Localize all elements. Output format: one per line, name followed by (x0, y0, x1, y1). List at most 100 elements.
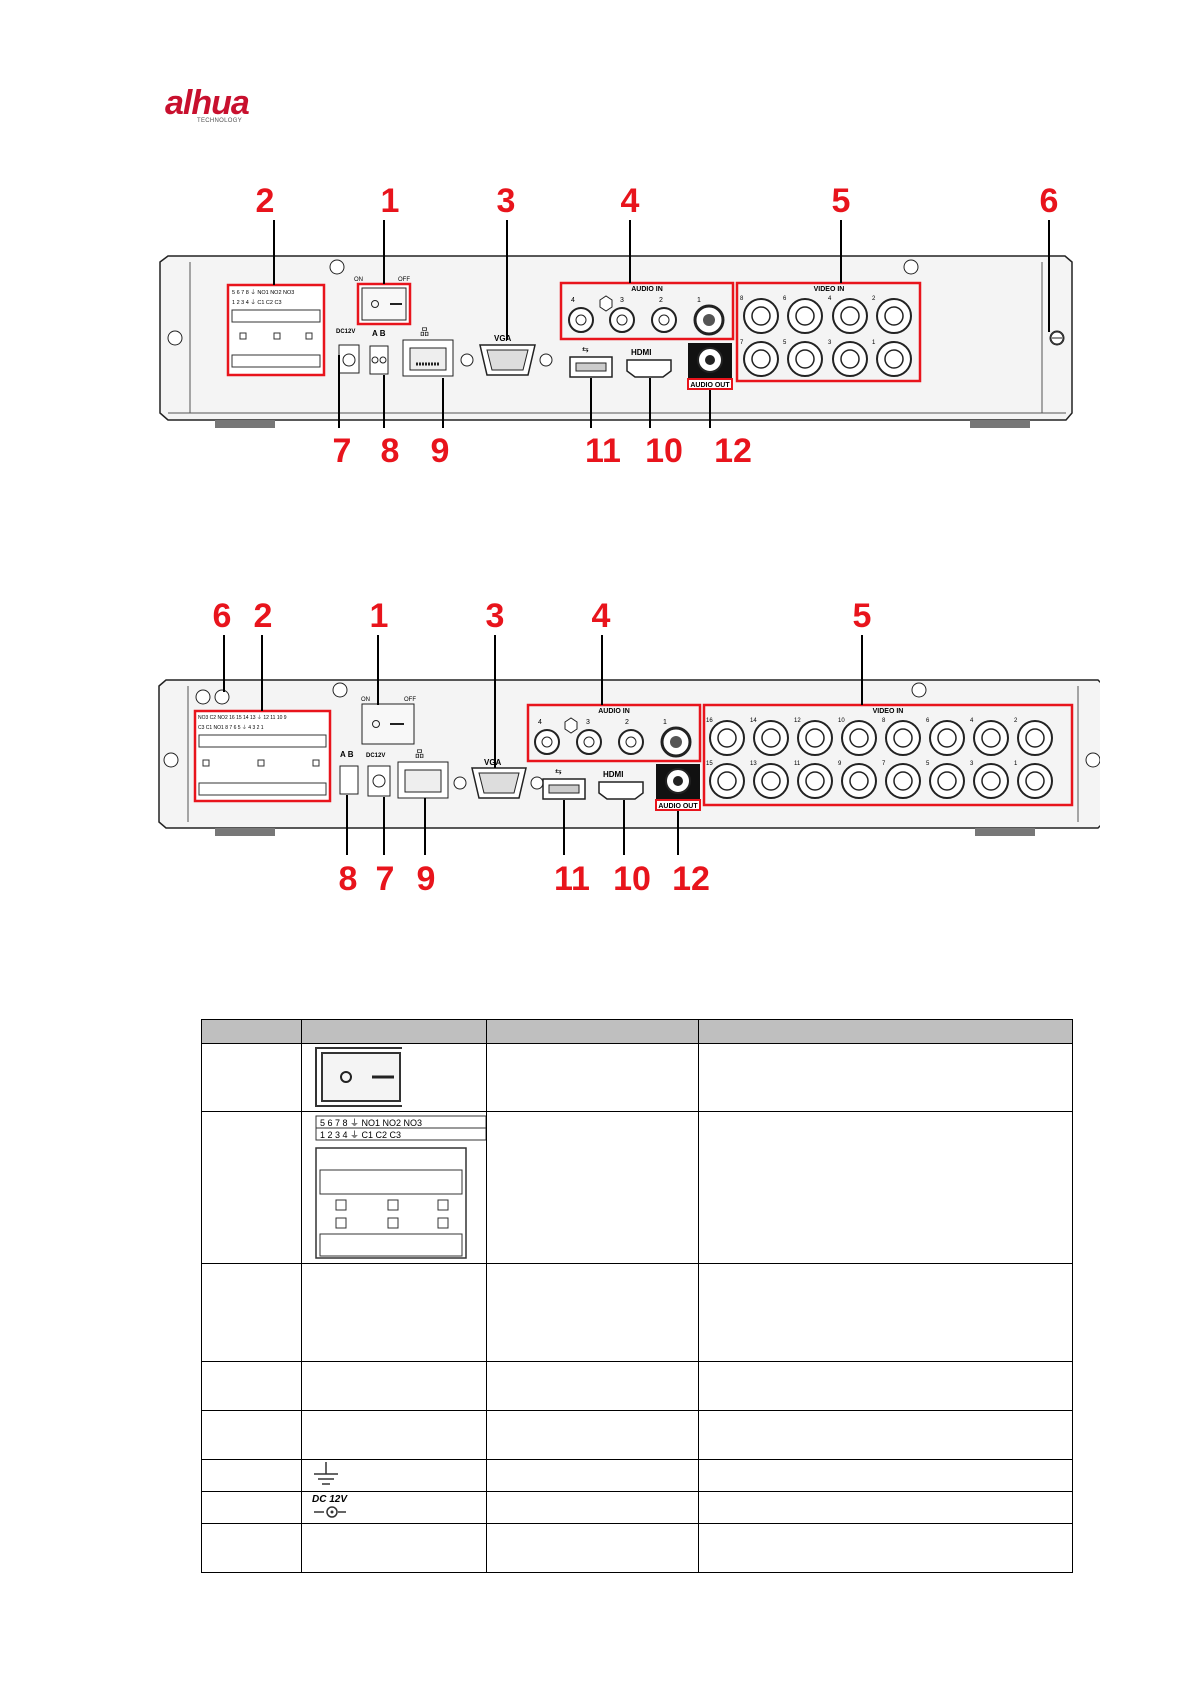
video-num: 6 (926, 718, 930, 724)
hdmi-port: HDMI (626, 348, 672, 378)
alarm-label-row1: NO3 C2 NO2 16 15 14 13 ⏚ 12 11 10 9 (198, 714, 287, 721)
video-num: 9 (838, 761, 842, 767)
audio-num: 4 (538, 719, 542, 726)
callout-3: 3 (486, 597, 505, 635)
callout-2: 2 (256, 182, 275, 220)
ground-cell (300, 1459, 487, 1492)
callout-10: 10 (645, 432, 683, 470)
callout-11: 11 (585, 432, 621, 470)
hdmi-label: HDMI (631, 348, 651, 357)
vga-port: VGA (460, 334, 553, 376)
callout-12: 12 (672, 860, 710, 898)
table-row (201, 1361, 1073, 1411)
brand-logo: alhua TECHNOLOGY (165, 86, 285, 124)
table-row (201, 1459, 1073, 1492)
audio-in-label: AUDIO IN (598, 708, 630, 715)
table-row: 5 6 7 8 ⏚ NO1 NO2 NO3 1 2 3 4 ⏚ C1 C2 C3 (201, 1111, 1073, 1264)
callout-3: 3 (497, 182, 516, 220)
usb-icon: ⇆ (555, 767, 562, 776)
alarm-terminal-icon: 5 6 7 8 ⏚ NO1 NO2 NO3 1 2 3 4 ⏚ C1 C2 C3 (314, 1115, 487, 1259)
usb-port: ⇆ (542, 767, 586, 800)
table-row (201, 1043, 1073, 1112)
alarm-label-row2: C3 C1 NO1 8 7 6 5 ⏚ 4 3 2 1 (198, 724, 264, 731)
table-row: DC 12V (201, 1491, 1073, 1524)
video-num: 4 (828, 296, 832, 302)
video-num: 2 (872, 296, 876, 302)
callout-5: 5 (853, 597, 872, 635)
header-cell (300, 1019, 487, 1044)
rs485-port: A B (339, 750, 359, 795)
video-num: 11 (794, 761, 801, 767)
switch-on-label: ON (361, 697, 370, 703)
callout-2: 2 (254, 597, 273, 635)
table-row (201, 1523, 1073, 1573)
usb-icon: ⇆ (582, 345, 589, 354)
dc12v-label: DC12V (336, 329, 355, 335)
audio-num: 2 (659, 297, 663, 304)
video-num: 10 (838, 718, 845, 724)
callout-10: 10 (613, 860, 651, 898)
power-switch-cell (300, 1043, 487, 1112)
rear-panel-diagram-16ch: 6 2 1 3 4 5 NO3 C2 NO2 16 15 14 13 ⏚ 12 … (158, 597, 1100, 898)
video-in-label: VIDEO IN (814, 286, 845, 293)
rs485-label: A B (340, 750, 354, 759)
callout-9: 9 (417, 860, 436, 898)
callout-8: 8 (381, 432, 400, 470)
audio-num: 3 (620, 297, 624, 304)
dc12v-label: DC12V (366, 753, 385, 759)
vga-label: VGA (484, 758, 502, 767)
power-switch: ON OFF (361, 697, 416, 745)
video-num: 12 (794, 718, 801, 724)
alarm-terminal-block: NO3 C2 NO2 16 15 14 13 ⏚ 12 11 10 9 C3 C… (193, 709, 332, 803)
alarm-terminal-block: 5 6 7 8 ⏚ NO1 NO2 NO3 1 2 3 4 ⏚ C1 C2 C3 (226, 283, 326, 377)
logo-subtitle: TECHNOLOGY (197, 118, 243, 124)
callout-11: 11 (554, 860, 590, 898)
audio-in-label: AUDIO IN (631, 286, 663, 293)
video-num: 3 (970, 761, 974, 767)
ground-terminal (214, 689, 230, 705)
audio-num: 1 (663, 719, 667, 726)
video-in-group: VIDEO IN 8 6 4 2 7 5 3 1 (735, 281, 922, 383)
alarm-label-row1: 5 6 7 8 ⏚ NO1 NO2 NO3 (320, 1118, 422, 1128)
video-num: 1 (1014, 761, 1018, 767)
callout-8: 8 (339, 860, 358, 898)
power-switch: ON OFF (354, 277, 412, 326)
callout-1: 1 (370, 597, 389, 635)
switch-off-label: OFF (398, 277, 410, 283)
video-num: 6 (783, 296, 787, 302)
audio-out-port: AUDIO OUT (687, 343, 733, 390)
callout-6: 6 (213, 597, 232, 635)
leader-lines-bottom (338, 355, 711, 428)
power-switch-icon (314, 1047, 407, 1107)
audio-num: 2 (625, 719, 629, 726)
dc-cell: DC 12V (300, 1491, 487, 1524)
video-num: 13 (750, 761, 757, 767)
hdmi-port: HDMI (598, 770, 644, 800)
audio-out-port: AUDIO OUT (655, 764, 701, 811)
video-num: 14 (750, 718, 757, 724)
port-description-table: 5 6 7 8 ⏚ NO1 NO2 NO3 1 2 3 4 ⏚ C1 C2 C3 (201, 1019, 1073, 1573)
video-in-label: VIDEO IN (873, 708, 904, 715)
ground-icon (313, 1462, 338, 1485)
leader-lines-top (223, 635, 863, 768)
callout-12: 12 (714, 432, 752, 470)
audio-num: 4 (571, 297, 575, 304)
video-num: 8 (882, 718, 886, 724)
header-cell (485, 1019, 700, 1044)
video-num: 5 (926, 761, 930, 767)
network-icon: 品 (415, 749, 424, 759)
network-port: 品 (397, 749, 449, 799)
audio-num: 1 (697, 297, 701, 304)
leader-lines-bottom (346, 795, 679, 855)
audio-num: 3 (586, 719, 590, 726)
callout-9: 9 (431, 432, 450, 470)
hdmi-label: HDMI (603, 770, 623, 779)
switch-on-label: ON (354, 277, 363, 283)
video-num: 15 (706, 761, 713, 767)
alarm-block-cell: 5 6 7 8 ⏚ NO1 NO2 NO3 1 2 3 4 ⏚ C1 C2 C3 (300, 1111, 487, 1264)
dc-power-port: DC12V (366, 753, 391, 797)
dc-power-icon: DC 12V (312, 1494, 348, 1518)
table-header-row (201, 1019, 1073, 1044)
table-row (201, 1410, 1073, 1460)
video-num: 7 (740, 340, 744, 346)
